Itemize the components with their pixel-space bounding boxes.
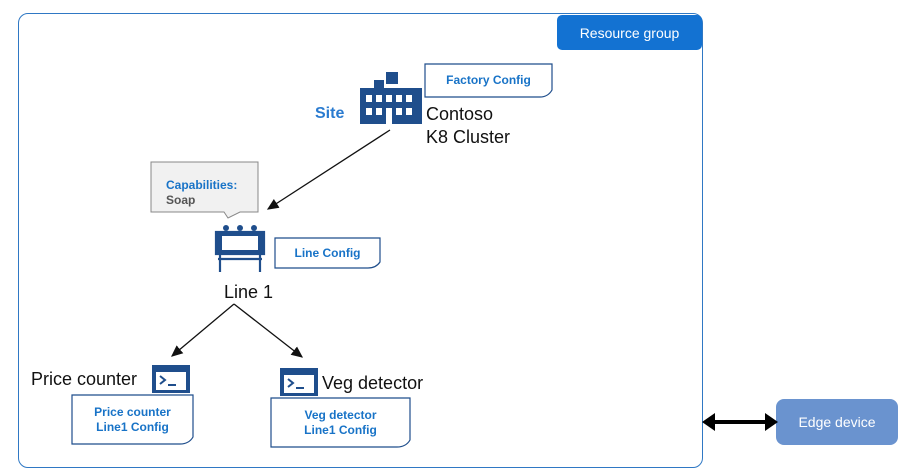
price-counter-name: Price counter <box>31 369 138 389</box>
capabilities-text: Capabilities: Soap <box>166 178 237 208</box>
capabilities-value: Soap <box>166 193 196 207</box>
site-label: Site <box>315 105 345 122</box>
terminal-icon-veg-detector <box>280 368 318 396</box>
terminal-icon-price-counter <box>152 365 190 393</box>
line-config-text: Line Config <box>294 245 361 260</box>
arrow-line-to-veg-detector <box>233 303 304 358</box>
arrow-site-to-line <box>266 129 391 210</box>
edge-device-box: Edge device <box>776 399 898 445</box>
factory-building-icon <box>360 72 422 124</box>
veg-detector-config-note <box>270 397 411 448</box>
price-counter-config-line1: Price counter <box>94 404 171 419</box>
capabilities-title: Capabilities: <box>166 178 238 192</box>
veg-detector-config-label: Veg detector Line1 Config <box>271 398 410 447</box>
veg-detector-config-line2: Line1 Config <box>304 422 377 437</box>
cluster-name-line1: Contoso <box>426 104 494 124</box>
cluster-name-line2: K8 Cluster <box>426 127 511 147</box>
line-config-note <box>274 237 381 269</box>
line-config-label: Line Config <box>275 238 380 268</box>
capabilities-callout <box>150 161 259 219</box>
price-counter-config-label: Price counter Line1 Config <box>72 395 193 444</box>
factory-config-text: Factory Config <box>446 73 531 87</box>
resource-group-container <box>18 13 703 468</box>
price-counter-config-note <box>71 394 194 445</box>
veg-detector-config-line1: Veg detector <box>304 407 377 422</box>
price-counter-config-line2: Line1 Config <box>96 419 169 434</box>
factory-config-label: Factory Config <box>425 64 552 97</box>
arrow-line-to-price-counter <box>171 303 235 357</box>
production-line-icon <box>214 225 266 272</box>
line-name: Line 1 <box>224 282 274 302</box>
resource-group-label: Resource group <box>557 15 702 50</box>
double-arrow-edge-link <box>702 413 778 431</box>
veg-detector-name: Veg detector <box>322 373 424 393</box>
factory-config-note <box>424 63 553 98</box>
